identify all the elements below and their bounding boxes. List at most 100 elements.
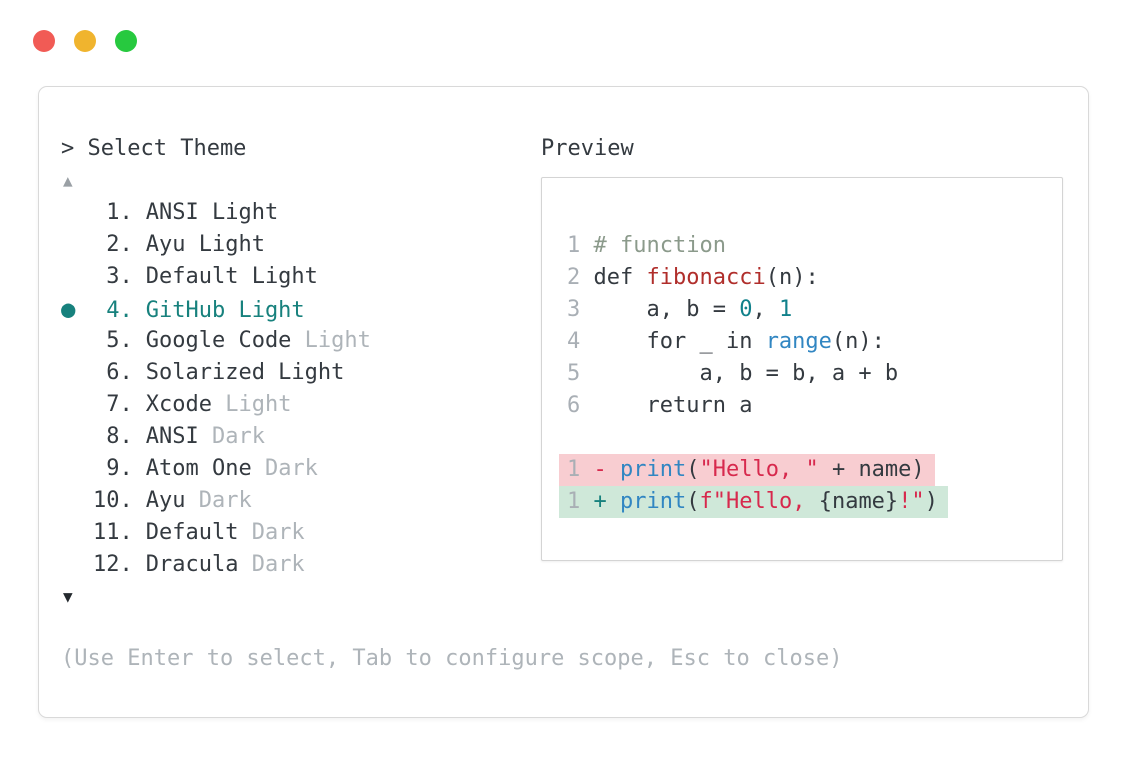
selected-bullet-icon: ● — [61, 295, 76, 323]
theme-item-variant: Light — [211, 392, 292, 417]
preview-title: Preview — [541, 136, 634, 161]
token-plain: , — [752, 297, 779, 322]
token-string: "Hello, " — [699, 457, 819, 482]
theme-item-label: ANSI Light — [145, 200, 279, 225]
token-comment: # function — [593, 233, 726, 258]
theme-item-label: Google Code Light — [145, 328, 371, 353]
window-controls — [33, 30, 137, 52]
token-call: print — [620, 489, 687, 514]
token-plain: for _ in — [593, 329, 766, 354]
token-ln: 1 — [567, 489, 594, 514]
theme-item-7[interactable]: 7. Xcode Light — [61, 389, 371, 421]
theme-item-1[interactable]: 1. ANSI Light — [61, 197, 371, 229]
theme-item-number: 5. — [106, 328, 133, 353]
code-line-7 — [567, 422, 1062, 454]
diff-line-add: 1 + print(f"Hello, {name}!") — [559, 486, 1062, 518]
theme-item-label: Dracula Dark — [145, 552, 305, 577]
token-ln: 3 — [567, 297, 594, 322]
theme-item-variant: Dark — [185, 488, 252, 513]
token-plain: ) — [924, 489, 938, 514]
close-button[interactable] — [33, 30, 55, 52]
theme-item-label: Ayu Light — [145, 232, 265, 257]
theme-item-number: 3. — [106, 264, 133, 289]
theme-item-label: Ayu Dark — [145, 488, 252, 513]
theme-picker-window: > Select Theme ▲ 1. ANSI Light 2. Ayu Light… — [38, 86, 1089, 718]
code-line-4: 4 for _ in range(n): — [567, 326, 1062, 358]
theme-item-label: ANSI Dark — [145, 424, 265, 449]
diff-line-del: 1 - print("Hello, " + name) — [559, 454, 1062, 486]
code-line-6: 6 return a — [567, 390, 1062, 422]
minimize-button[interactable] — [74, 30, 96, 52]
theme-item-number: 4. — [106, 298, 133, 323]
token-string: f"Hello, — [699, 489, 819, 514]
theme-item-5[interactable]: 5. Google Code Light — [61, 325, 371, 357]
token-plain: + name) — [818, 457, 925, 482]
theme-item-number: 6. — [106, 360, 133, 385]
maximize-button[interactable] — [115, 30, 137, 52]
theme-item-variant: Dark — [198, 424, 265, 449]
code-line-5: 5 a, b = b, a + b — [567, 358, 1062, 390]
theme-item-3[interactable]: 3. Default Light — [61, 261, 371, 293]
token-sign-del: - — [593, 457, 620, 482]
help-text: (Use Enter to select, Tab to configure s… — [61, 646, 843, 671]
code-line-2: 2 def fibonacci(n): — [567, 262, 1062, 294]
token-ln: 6 — [567, 393, 594, 418]
token-plain: a, b = b, a + b — [593, 361, 899, 386]
theme-item-number: 10. — [93, 488, 133, 513]
theme-item-variant: Dark — [238, 552, 305, 577]
theme-item-label: Default Dark — [145, 520, 305, 545]
token-number: 0 — [739, 297, 753, 322]
theme-item-number: 8. — [106, 424, 133, 449]
theme-item-8[interactable]: 8. ANSI Dark — [61, 421, 371, 453]
theme-item-number: 7. — [106, 392, 133, 417]
theme-item-4[interactable]: ● 4. GitHub Light — [61, 293, 371, 325]
theme-item-variant: Light — [291, 328, 371, 353]
theme-item-number: 1. — [106, 200, 133, 225]
theme-item-label: Atom One Dark — [145, 456, 318, 481]
diff-highlight-del: 1 - print("Hello, " + name) — [559, 454, 935, 486]
theme-item-label: Default Light — [145, 264, 318, 289]
token-string: !" — [898, 489, 925, 514]
token-plain: ( — [686, 457, 700, 482]
token-plain: {name} — [818, 489, 899, 514]
token-ln: 1 — [567, 233, 594, 258]
theme-list: 1. ANSI Light 2. Ayu Light 3. Default Light ● 4… — [61, 197, 371, 581]
token-plain: ( — [686, 489, 700, 514]
theme-item-11[interactable]: 11. Default Dark — [61, 517, 371, 549]
theme-item-label: Xcode Light — [145, 392, 292, 417]
theme-item-number: 11. — [93, 520, 133, 545]
theme-item-2[interactable]: 2. Ayu Light — [61, 229, 371, 261]
theme-item-number: 2. — [106, 232, 133, 257]
token-plain: return a — [593, 393, 753, 418]
scroll-up-icon[interactable]: ▲ — [63, 171, 73, 190]
diff-highlight-add: 1 + print(f"Hello, {name}!") — [559, 486, 948, 518]
code-line-3: 3 a, b = 0, 1 — [567, 294, 1062, 326]
token-plain: a, b = — [593, 297, 740, 322]
token-sign-add: + — [593, 489, 620, 514]
code-line-1: 1 # function — [567, 230, 1062, 262]
token-plain: (n): — [831, 329, 885, 354]
scroll-down-icon[interactable]: ▼ — [63, 587, 73, 606]
theme-item-label: GitHub Light — [145, 298, 305, 323]
theme-item-12[interactable]: 12. Dracula Dark — [61, 549, 371, 581]
theme-item-9[interactable]: 9. Atom One Dark — [61, 453, 371, 485]
theme-item-number: 12. — [93, 552, 133, 577]
token-call: print — [620, 457, 687, 482]
theme-list-pane: > Select Theme ▲ 1. ANSI Light 2. Ayu Light… — [61, 133, 371, 613]
token-ln: 2 — [567, 265, 594, 290]
token-ln: 1 — [567, 457, 594, 482]
theme-item-variant: Dark — [251, 456, 318, 481]
theme-item-variant: Dark — [238, 520, 305, 545]
token-func: fibonacci — [646, 265, 766, 290]
token-ln: 5 — [567, 361, 594, 386]
token-plain: (n): — [765, 265, 819, 290]
token-plain: def — [593, 265, 647, 290]
theme-item-10[interactable]: 10. Ayu Dark — [61, 485, 371, 517]
theme-item-label: Solarized Light — [145, 360, 345, 385]
theme-item-number: 9. — [106, 456, 133, 481]
token-ln: 4 — [567, 329, 594, 354]
theme-item-6[interactable]: 6. Solarized Light — [61, 357, 371, 389]
select-theme-prompt: > Select Theme — [61, 136, 247, 161]
token-call: range — [765, 329, 832, 354]
